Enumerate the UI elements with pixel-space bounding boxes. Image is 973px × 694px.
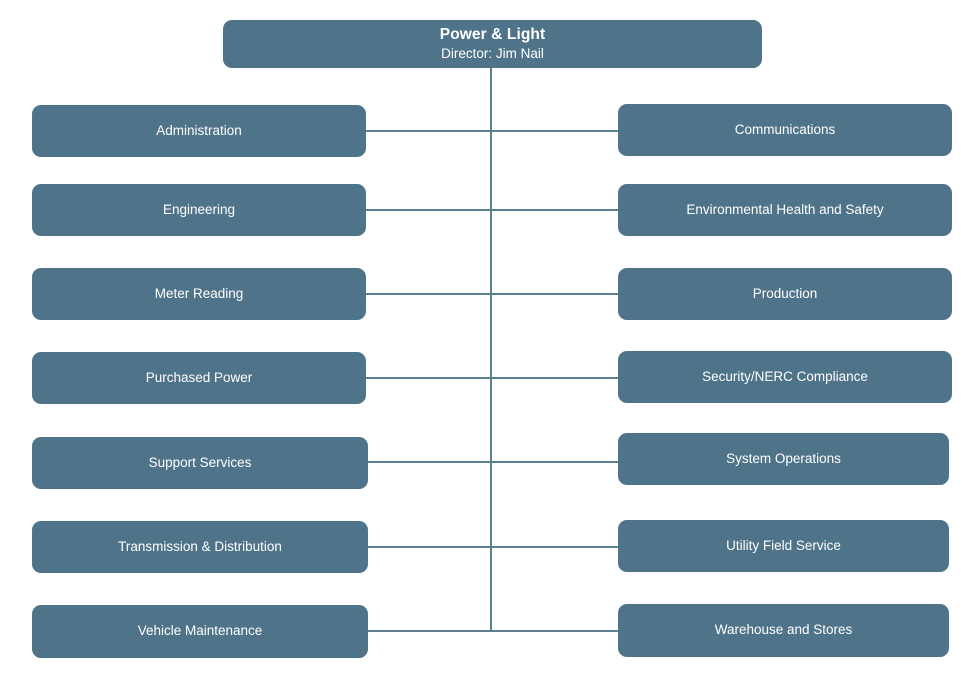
node-security-nerc-compliance[interactable]: Security/NERC Compliance (618, 351, 952, 403)
node-engineering[interactable]: Engineering (32, 184, 366, 236)
node-environmental-health-and-safety[interactable]: Environmental Health and Safety (618, 184, 952, 236)
row-connector-1 (366, 130, 618, 132)
node-label: Communications (734, 121, 836, 137)
node-warehouse-and-stores[interactable]: Warehouse and Stores (618, 604, 949, 657)
node-label: Environmental Health and Safety (686, 201, 884, 217)
row-connector-2 (366, 209, 618, 211)
root-spine-line (490, 67, 492, 631)
node-support-services[interactable]: Support Services (32, 437, 368, 489)
node-label: Purchased Power (145, 369, 253, 385)
node-meter-reading[interactable]: Meter Reading (32, 268, 366, 320)
node-label: Support Services (148, 454, 252, 470)
node-purchased-power[interactable]: Purchased Power (32, 352, 366, 404)
row-connector-5 (366, 461, 618, 463)
node-production[interactable]: Production (618, 268, 952, 320)
node-transmission-and-distribution[interactable]: Transmission & Distribution (32, 521, 368, 573)
node-label: Engineering (162, 201, 236, 217)
row-connector-3 (366, 293, 618, 295)
row-connector-4 (366, 377, 618, 379)
node-label: Administration (156, 122, 242, 138)
node-label: Utility Field Service (726, 537, 841, 553)
root-subtitle: Director: Jim Nail (441, 45, 544, 61)
row-connector-6 (366, 546, 618, 548)
node-vehicle-maintenance[interactable]: Vehicle Maintenance (32, 605, 368, 658)
node-system-operations[interactable]: System Operations (618, 433, 949, 485)
node-label: Production (752, 285, 818, 301)
node-communications[interactable]: Communications (618, 104, 952, 156)
node-label: Transmission & Distribution (118, 538, 282, 554)
node-administration[interactable]: Administration (32, 105, 366, 157)
node-label: System Operations (726, 450, 841, 466)
node-label: Meter Reading (154, 285, 244, 301)
node-label: Vehicle Maintenance (137, 623, 263, 639)
row-connector-7 (366, 630, 618, 632)
node-utility-field-service[interactable]: Utility Field Service (618, 520, 949, 572)
root-title: Power & Light (439, 26, 546, 44)
node-label: Security/NERC Compliance (702, 368, 868, 384)
node-label: Warehouse and Stores (714, 622, 853, 638)
node-root[interactable]: Power & Light Director: Jim Nail (223, 20, 762, 68)
